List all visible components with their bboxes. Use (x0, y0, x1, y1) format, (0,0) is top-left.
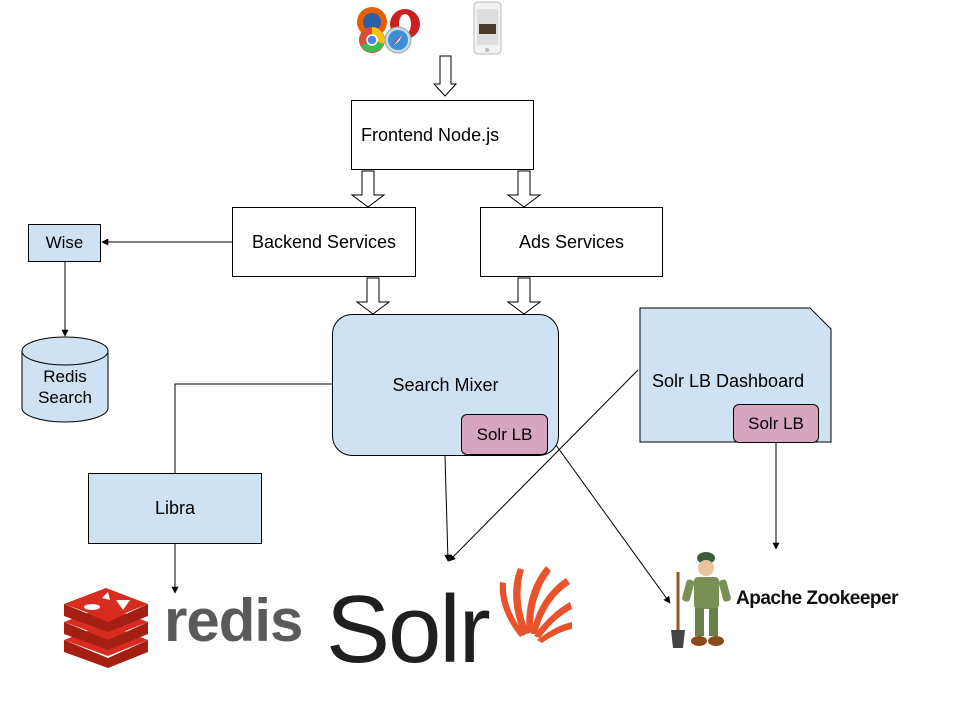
line-arrows (61, 238, 780, 604)
line-mixer-to-libra (174, 383, 332, 473)
arrow-ads-to-mixer (506, 277, 542, 315)
redis-logo-icon (64, 588, 148, 668)
ads-services-node: Ads Services (480, 207, 663, 277)
arrow-clients-to-frontend (432, 55, 458, 97)
wise-label: Wise (45, 233, 84, 252)
redis-search-cylinder (21, 336, 109, 423)
dashboard-solr-lb-node: Solr LB (733, 404, 819, 443)
dashboard-label: Solr LB Dashboard (652, 371, 805, 391)
backend-label: Backend Services (251, 231, 397, 252)
search-mixer-node: Search Mixer (332, 314, 559, 456)
search-mixer-label: Search Mixer (392, 375, 499, 395)
redis-search-label: Redis Search (22, 366, 108, 408)
solr-sunburst-icon (499, 566, 572, 643)
arrow-solrlb-to-zookeeper (547, 433, 671, 604)
arrow-frontend-to-ads (506, 170, 542, 208)
libra-node: Libra (88, 473, 262, 544)
arrow-frontend-to-backend (350, 170, 386, 208)
redis-search-label-line2: Search (38, 388, 92, 407)
zookeeper-mascot-icon (671, 552, 731, 648)
mixer-solr-lb-node: Solr LB (461, 414, 548, 455)
zookeeper-logo-text: Apache Zookeeper (736, 588, 899, 609)
libra-label: Libra (154, 498, 196, 518)
redis-logo-text: redis (164, 587, 303, 654)
solr-logo-text: Solr (326, 576, 491, 683)
arrow-mixer-to-solr (444, 455, 452, 562)
redis-search-label-line1: Redis (43, 367, 87, 386)
mixer-solr-lb-label: Solr LB (476, 424, 533, 444)
arrow-dashboard-to-solr (448, 369, 639, 562)
backend-services-node: Backend Services (232, 207, 416, 277)
redis-search-node: Redis Search (22, 336, 108, 422)
dashboard-solr-lb-label: Solr LB (748, 413, 804, 433)
block-arrows (350, 55, 542, 315)
arrow-backend-to-mixer (355, 277, 391, 315)
frontend-node: Frontend Node.js (351, 100, 534, 170)
smartphone-icon (473, 1, 502, 55)
frontend-label: Frontend Node.js (361, 124, 500, 145)
browsers-icon (357, 7, 420, 54)
ads-label: Ads Services (518, 231, 625, 252)
wise-node: Wise (28, 224, 101, 262)
